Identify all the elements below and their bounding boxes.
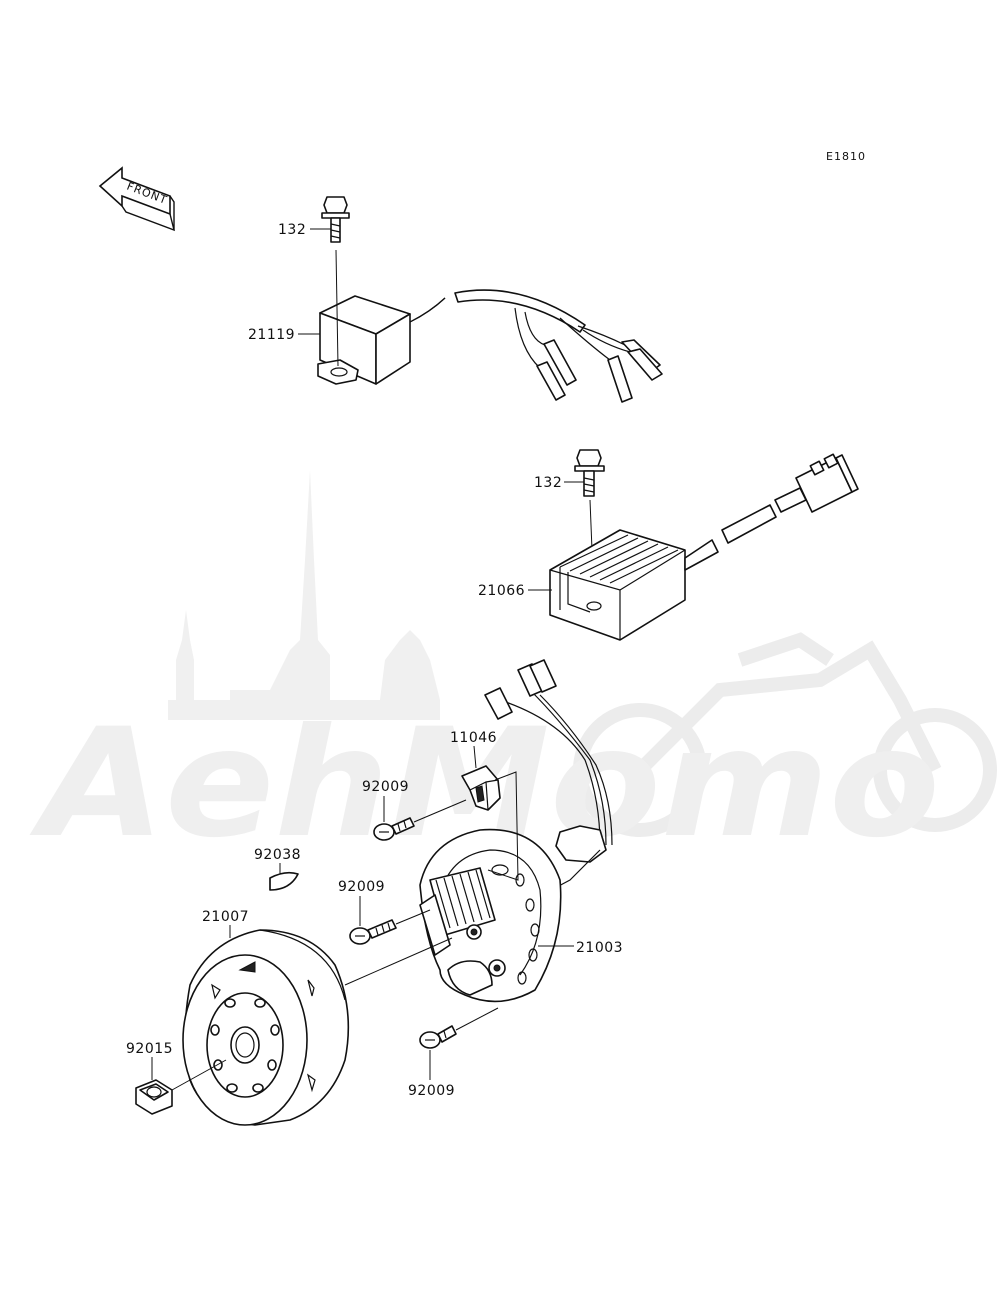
label-bolt-cdi: 132 bbox=[278, 222, 306, 238]
woodruff-key-icon bbox=[269, 871, 299, 891]
label-regulator: 21066 bbox=[478, 583, 525, 599]
pickup-coil bbox=[461, 765, 501, 811]
connector-icon bbox=[795, 453, 859, 513]
connector-icon bbox=[536, 339, 663, 403]
label-flywheel: 21007 bbox=[202, 909, 249, 925]
watermark-motorcycle bbox=[573, 632, 997, 837]
diagram-code: E1810 bbox=[826, 150, 866, 163]
flywheel bbox=[182, 929, 350, 1126]
regulator bbox=[549, 449, 859, 641]
label-screw-stator-left: 92009 bbox=[338, 879, 385, 895]
label-bolt-regulator: 132 bbox=[534, 475, 562, 491]
bolt-icon bbox=[574, 449, 605, 497]
label-screw-stator-bottom: 92009 bbox=[408, 1083, 455, 1099]
watermark-skyline bbox=[168, 470, 440, 720]
label-nut: 92015 bbox=[126, 1041, 173, 1057]
watermark: AehMomo bbox=[29, 470, 997, 871]
screw-icon bbox=[419, 1007, 499, 1049]
front-arrow-icon: FRONT bbox=[98, 166, 176, 232]
label-cdi-unit: 21119 bbox=[248, 327, 295, 343]
label-screw-pickup: 92009 bbox=[362, 779, 409, 795]
screw-icon bbox=[373, 799, 467, 841]
cdi-unit bbox=[317, 196, 663, 403]
connector-icon bbox=[484, 659, 557, 720]
nut-icon bbox=[135, 1079, 173, 1115]
stator-assembly bbox=[419, 659, 613, 1003]
screw-icon bbox=[349, 909, 431, 945]
label-woodruff-key: 92038 bbox=[254, 847, 301, 863]
label-stator: 21003 bbox=[576, 940, 623, 956]
bolt-icon bbox=[321, 196, 350, 243]
label-pickup-coil: 11046 bbox=[450, 730, 497, 746]
